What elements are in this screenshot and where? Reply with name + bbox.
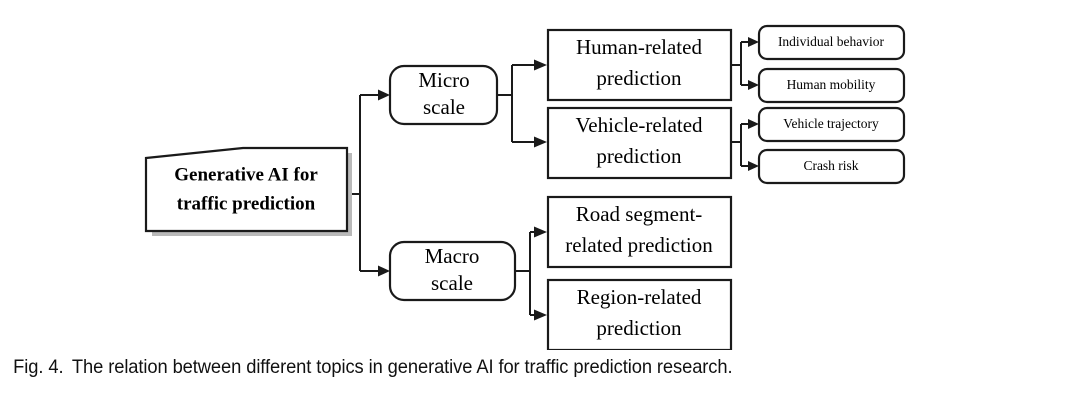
node-region-related-prediction[interactable]: Region-related prediction bbox=[546, 278, 733, 350]
road-segment-label-line1: Road segment- bbox=[576, 202, 703, 226]
arrow-head-human-mobility bbox=[748, 80, 759, 90]
crash-risk-box bbox=[757, 148, 906, 185]
vehicle-related-box bbox=[546, 106, 733, 180]
region-related-box bbox=[546, 278, 733, 350]
node-road-segment-related-prediction[interactable]: Road segment- related prediction bbox=[546, 195, 733, 269]
arrow-head-human-related bbox=[534, 59, 547, 71]
region-related-label-line1: Region-related bbox=[577, 285, 702, 309]
individual-behavior-box bbox=[757, 24, 906, 61]
node-macro-scale[interactable]: Macro scale bbox=[388, 240, 517, 302]
micro-scale-label-line2: scale bbox=[423, 95, 465, 119]
macro-scale-label-line2: scale bbox=[431, 271, 473, 295]
human-related-label-line2: prediction bbox=[596, 66, 682, 90]
arrow-head-micro bbox=[378, 89, 390, 101]
arrow-head-macro bbox=[378, 265, 390, 277]
crash-risk-label: Crash risk bbox=[803, 158, 858, 173]
root-label-line2: traffic prediction bbox=[177, 193, 316, 214]
macro-scale-label-line1: Macro bbox=[425, 244, 480, 268]
road-segment-label-line2: related prediction bbox=[565, 233, 713, 257]
node-vehicle-related-prediction[interactable]: Vehicle-related prediction bbox=[546, 106, 733, 180]
micro-scale-label-line1: Micro bbox=[418, 68, 469, 92]
arrow-head-individual-behavior bbox=[748, 37, 759, 47]
figure-caption-text: The relation between different topics in… bbox=[71, 356, 733, 378]
human-mobility-box bbox=[757, 67, 906, 104]
arrow-head-vehicle-trajectory bbox=[748, 119, 759, 129]
human-related-box bbox=[546, 28, 733, 102]
node-vehicle-trajectory[interactable]: Vehicle trajectory bbox=[757, 106, 906, 143]
node-human-mobility[interactable]: Human mobility bbox=[757, 67, 906, 104]
macro-scale-box bbox=[388, 240, 517, 302]
individual-behavior-label: Individual behavior bbox=[778, 34, 885, 49]
node-root[interactable]: Generative AI for traffic prediction bbox=[144, 146, 352, 236]
region-related-label-line2: prediction bbox=[596, 316, 682, 340]
root-label-line1: Generative AI for bbox=[174, 164, 318, 185]
connector-group bbox=[347, 37, 759, 321]
tree-diagram: Generative AI for traffic prediction Mic… bbox=[144, 24, 906, 350]
root-box bbox=[144, 146, 349, 233]
node-human-related-prediction[interactable]: Human-related prediction bbox=[546, 28, 733, 102]
arrow-head-road-segment bbox=[534, 226, 547, 238]
vehicle-trajectory-label: Vehicle trajectory bbox=[783, 116, 879, 131]
node-micro-scale[interactable]: Micro scale bbox=[388, 64, 499, 126]
figure-caption-number: Fig. 4. bbox=[13, 356, 64, 378]
vehicle-trajectory-box bbox=[757, 106, 906, 143]
node-individual-behavior[interactable]: Individual behavior bbox=[757, 24, 906, 61]
micro-scale-box bbox=[388, 64, 499, 126]
arrow-head-region-related bbox=[534, 309, 547, 321]
arrow-head-vehicle-related bbox=[534, 136, 547, 148]
vehicle-related-label-line1: Vehicle-related bbox=[575, 113, 703, 137]
node-crash-risk[interactable]: Crash risk bbox=[757, 148, 906, 185]
road-segment-box bbox=[546, 195, 733, 269]
vehicle-related-label-line2: prediction bbox=[596, 144, 682, 168]
figure-caption: Fig. 4. The relation between different to… bbox=[0, 356, 1015, 379]
human-mobility-label: Human mobility bbox=[787, 77, 876, 92]
arrow-head-crash-risk bbox=[748, 161, 759, 171]
human-related-label-line1: Human-related bbox=[576, 35, 702, 59]
